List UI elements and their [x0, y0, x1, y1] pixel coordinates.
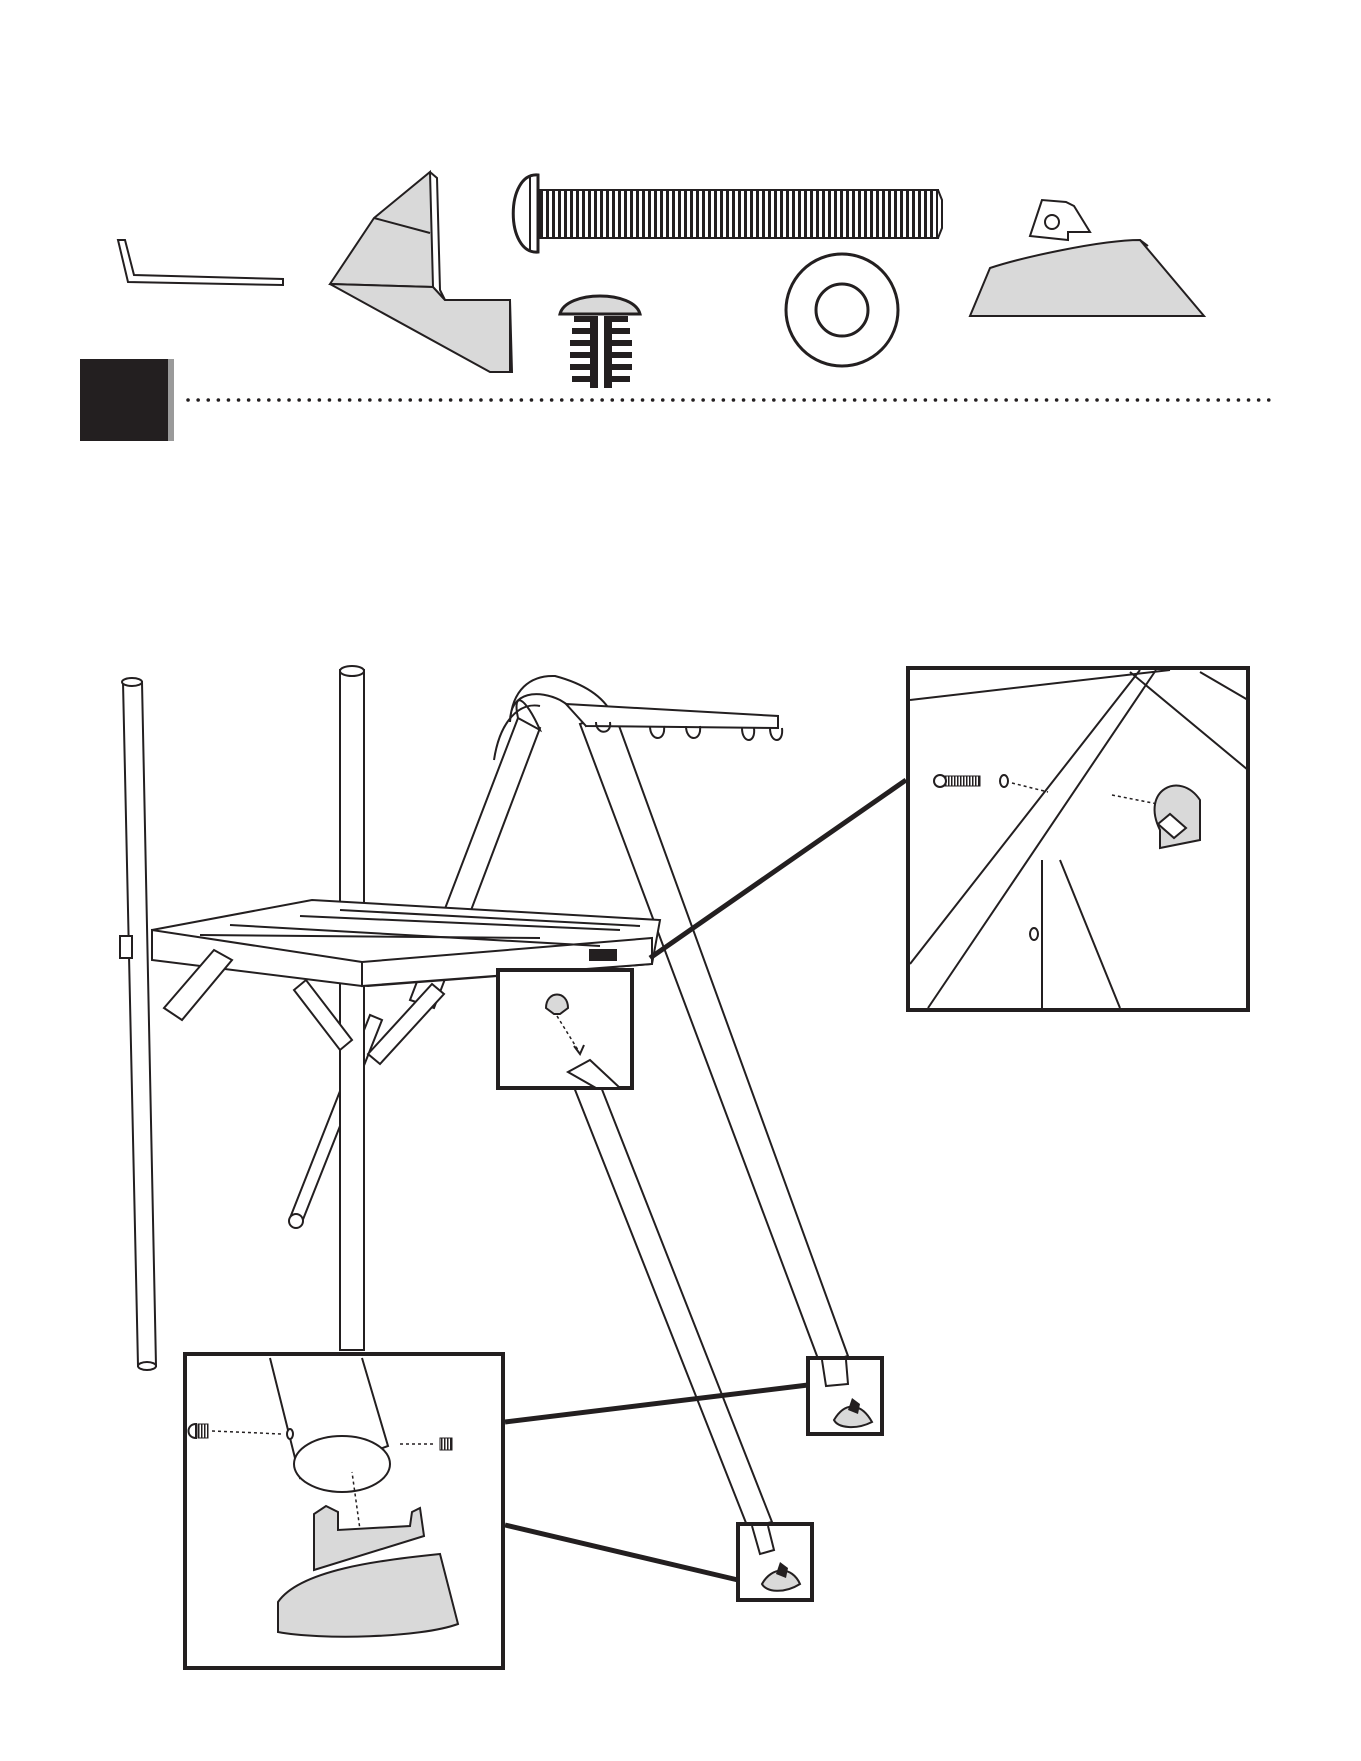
foot-callout-small-1	[808, 1358, 882, 1434]
corner-bracket	[330, 172, 512, 372]
plug-insert-detail	[498, 970, 632, 1088]
bolt-insert-detail	[908, 668, 1248, 1010]
allen-wrench	[118, 240, 283, 285]
leg-foot	[970, 200, 1204, 316]
foot-callout-small-2	[738, 1524, 812, 1600]
washer	[786, 254, 898, 366]
callout-leaders	[505, 780, 906, 1580]
foot-attach-detail-large	[185, 1354, 503, 1668]
bolt	[513, 175, 942, 252]
tube-end-plug	[560, 296, 640, 388]
